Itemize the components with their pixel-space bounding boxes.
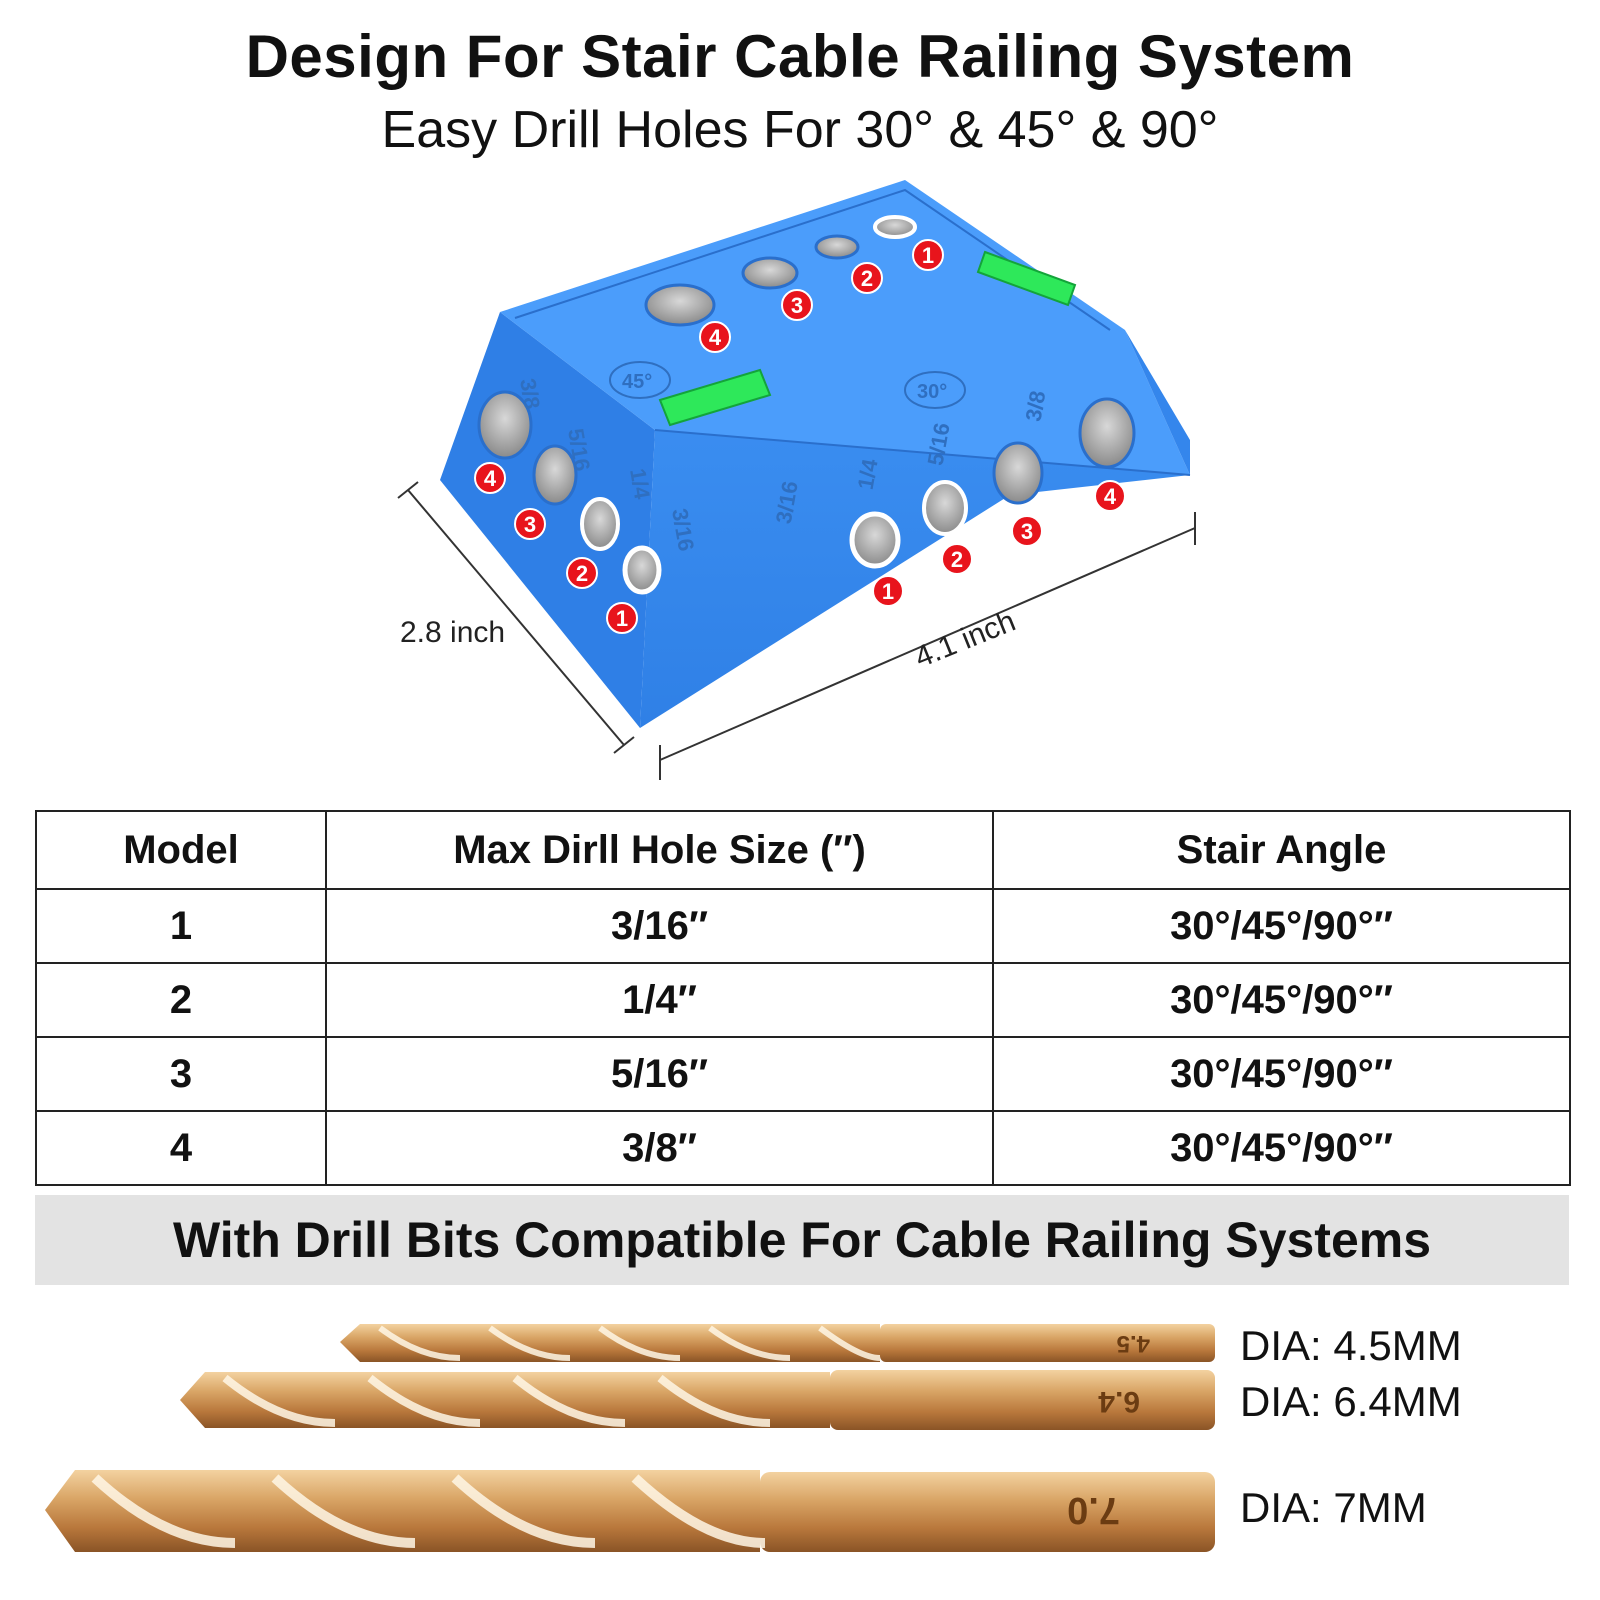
top-hole-1 bbox=[873, 215, 917, 239]
bubble-level-left bbox=[658, 368, 772, 427]
svg-text:4: 4 bbox=[1104, 484, 1117, 509]
header-hole-size: Max Dirll Hole Size (″) bbox=[325, 810, 994, 890]
left-face-holes bbox=[477, 390, 662, 595]
svg-text:1: 1 bbox=[616, 606, 628, 631]
table-row: 1 3/16″ 30°/45°/90°″ bbox=[35, 888, 1571, 964]
svg-text:2: 2 bbox=[576, 561, 588, 586]
header-model: Model bbox=[35, 810, 327, 890]
badge-top-4: 4 bbox=[699, 321, 731, 353]
svg-text:2: 2 bbox=[951, 547, 963, 572]
angle-mark-45: 45° bbox=[609, 361, 671, 399]
cell-model: 1 bbox=[35, 888, 327, 964]
badge-left-4: 4 bbox=[474, 462, 506, 494]
compatibility-banner: With Drill Bits Compatible For Cable Rai… bbox=[35, 1195, 1569, 1285]
drill-bit-6-4: 6.4 bbox=[180, 1370, 1215, 1430]
top-hole-2 bbox=[814, 234, 860, 260]
bit-marking: 4.5 bbox=[1117, 1330, 1150, 1357]
width-label: 4.1 inch bbox=[910, 605, 1020, 675]
drill-bits-illustration: 4.5 DIA: 4.5MM 6.4 DIA: 6.4MM 7.0 DIA: 7… bbox=[45, 1322, 1462, 1552]
svg-text:4: 4 bbox=[709, 325, 722, 350]
badge-top-2: 2 bbox=[851, 262, 883, 294]
bubble-level-right bbox=[976, 250, 1077, 307]
table-header-row: Model Max Dirll Hole Size (″) Stair Angl… bbox=[35, 810, 1571, 890]
svg-text:3/8: 3/8 bbox=[515, 377, 545, 411]
cell-model: 4 bbox=[35, 1110, 327, 1186]
left-hole-3 bbox=[532, 444, 578, 506]
drill-jig-illustration: 2.8 inch 4.1 inch 45° 30° 3/8 5/1 bbox=[397, 180, 1196, 780]
badge-left-1: 1 bbox=[606, 602, 638, 634]
svg-text:3: 3 bbox=[791, 293, 803, 318]
cell-hole-size: 1/4″ bbox=[325, 962, 994, 1038]
number-badges: 4 3 2 1 4 3 2 1 1 2 3 4 bbox=[474, 239, 1126, 634]
depth-label: 2.8 inch bbox=[400, 616, 505, 649]
left-hole-1 bbox=[622, 545, 662, 595]
bit-label-7: DIA: 7MM bbox=[1240, 1484, 1427, 1531]
bit-marking: 7.0 bbox=[1067, 1489, 1120, 1531]
front-hole-4 bbox=[1078, 397, 1136, 469]
spec-table: Model Max Dirll Hole Size (″) Stair Angl… bbox=[35, 810, 1571, 1186]
cell-hole-size: 5/16″ bbox=[325, 1036, 994, 1112]
cell-model: 2 bbox=[35, 962, 327, 1038]
svg-text:3: 3 bbox=[1021, 519, 1033, 544]
left-hole-4 bbox=[477, 390, 533, 460]
badge-front-4: 4 bbox=[1094, 480, 1126, 512]
depth-dimension bbox=[397, 481, 635, 754]
cell-angle: 30°/45°/90°″ bbox=[992, 1110, 1571, 1186]
svg-text:3: 3 bbox=[524, 512, 536, 537]
width-dimension bbox=[659, 512, 1196, 780]
cell-hole-size: 3/16″ bbox=[325, 888, 994, 964]
bit-label-4-5: DIA: 4.5MM bbox=[1240, 1322, 1462, 1369]
table-row: 4 3/8″ 30°/45°/90°″ bbox=[35, 1110, 1571, 1186]
svg-text:3/8: 3/8 bbox=[1021, 389, 1051, 423]
cell-angle: 30°/45°/90°″ bbox=[992, 1036, 1571, 1112]
drill-bit-7-0: 7.0 bbox=[45, 1470, 1215, 1552]
svg-text:2: 2 bbox=[861, 266, 873, 291]
table-row: 3 5/16″ 30°/45°/90°″ bbox=[35, 1036, 1571, 1112]
drill-bit-4-5: 4.5 bbox=[340, 1324, 1215, 1362]
svg-text:4: 4 bbox=[484, 466, 497, 491]
angle-mark-30: 30° bbox=[904, 371, 966, 409]
cell-angle: 30°/45°/90°″ bbox=[992, 888, 1571, 964]
badge-front-3: 3 bbox=[1011, 515, 1043, 547]
badge-front-1: 1 bbox=[872, 575, 904, 607]
badge-top-3: 3 bbox=[781, 289, 813, 321]
svg-text:1/4: 1/4 bbox=[625, 467, 655, 502]
jig-right-face bbox=[1125, 330, 1190, 475]
cell-model: 3 bbox=[35, 1036, 327, 1112]
badge-front-2: 2 bbox=[941, 543, 973, 575]
bit-label-6-4: DIA: 6.4MM bbox=[1240, 1378, 1462, 1425]
jig-front-face bbox=[640, 430, 1190, 728]
svg-text:1: 1 bbox=[922, 243, 934, 268]
front-hole-3 bbox=[992, 441, 1044, 505]
header-stair-angle: Stair Angle bbox=[992, 810, 1571, 890]
badge-top-1: 1 bbox=[912, 239, 944, 271]
svg-text:1: 1 bbox=[882, 579, 894, 604]
top-holes bbox=[644, 215, 917, 327]
front-hole-1 bbox=[849, 511, 901, 569]
left-hole-2 bbox=[580, 497, 620, 551]
bit-marking: 6.4 bbox=[1098, 1385, 1140, 1418]
top-hole-4 bbox=[644, 283, 716, 327]
svg-text:30°: 30° bbox=[917, 381, 947, 403]
cell-angle: 30°/45°/90°″ bbox=[992, 962, 1571, 1038]
front-face-holes bbox=[849, 397, 1136, 569]
page-title: Design For Stair Cable Railing System bbox=[245, 23, 1355, 90]
page-subtitle: Easy Drill Holes For 30° & 45° & 90° bbox=[381, 101, 1219, 159]
cell-hole-size: 3/8″ bbox=[325, 1110, 994, 1186]
table-row: 2 1/4″ 30°/45°/90°″ bbox=[35, 962, 1571, 1038]
top-hole-3 bbox=[741, 256, 799, 290]
svg-text:1/4: 1/4 bbox=[853, 456, 883, 491]
badge-left-2: 2 bbox=[566, 557, 598, 589]
front-hole-2 bbox=[922, 480, 968, 536]
badge-left-3: 3 bbox=[514, 508, 546, 540]
svg-text:45°: 45° bbox=[622, 371, 652, 393]
